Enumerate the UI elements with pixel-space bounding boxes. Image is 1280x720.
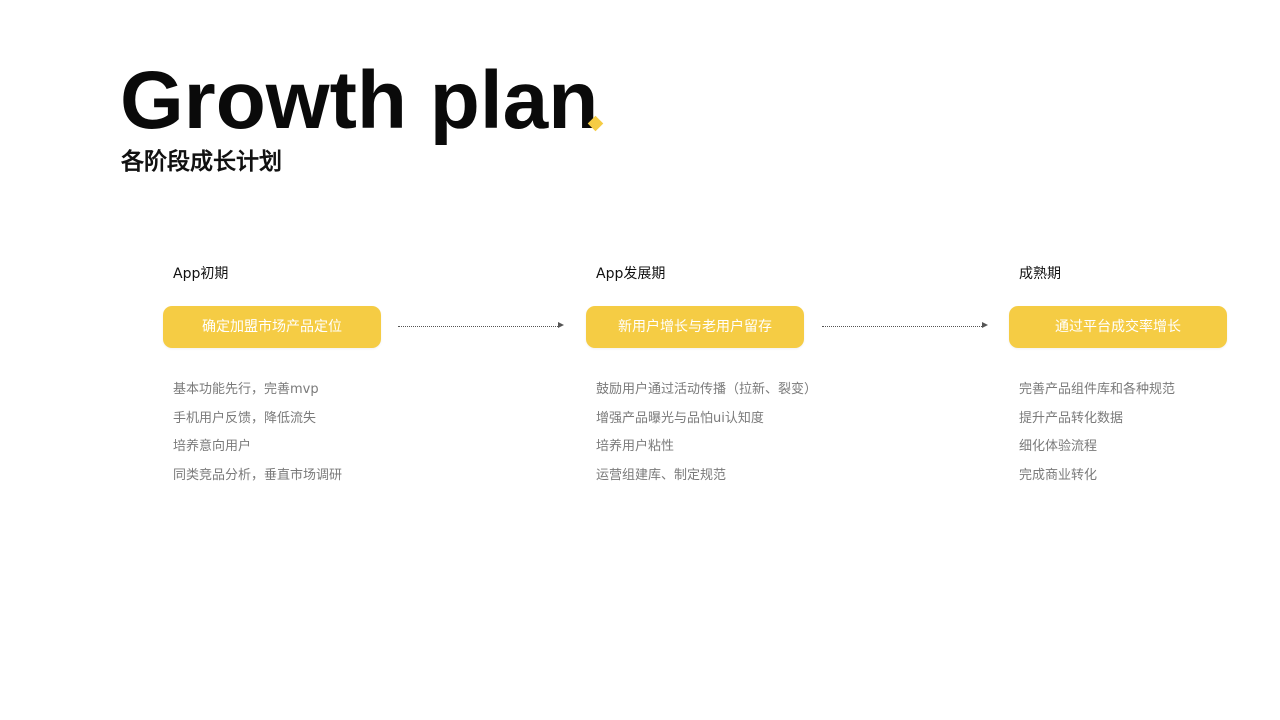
list-item: 完善产品组件库和各种规范 [1019, 382, 1176, 397]
list-item: 基本功能先行，完善mvp [173, 382, 319, 397]
phase-goal-badge: 确定加盟市场产品定位 [163, 306, 381, 348]
list-item: 完成商业转化 [1019, 468, 1098, 484]
arrow-right-icon [398, 322, 564, 329]
phase-goal-badge: 通过平台成交率增长 [1009, 306, 1227, 348]
list-item: 运营组建库、制定规范 [596, 468, 727, 484]
arrow-right-icon [822, 322, 988, 329]
list-item: 同类竞品分析，垂直市场调研 [173, 468, 343, 484]
arrow-head-icon [558, 322, 564, 328]
page-title: Growth plan [120, 55, 599, 146]
list-item: 鼓励用户通过活动传播（拉新、裂变） [596, 382, 818, 397]
list-item: 培养意向用户 [173, 439, 252, 455]
phase-goal-badge: 新用户增长与老用户留存 [586, 306, 804, 348]
phase-title: 成熟期 [1019, 266, 1061, 282]
phase-growth: App发展期 新用户增长与老用户留存 鼓励用户通过活动传播（拉新、裂变） 增强产… [586, 0, 817, 720]
phase-item-list: 基本功能先行，完善mvp 手机用户反馈，降低流失 培养意向用户 同类竞品分析，垂… [173, 376, 342, 491]
list-item: 培养用户粘性 [596, 439, 675, 455]
list-item: 细化体验流程 [1019, 439, 1098, 455]
list-item: 增强产品曝光与品怕ui认知度 [596, 410, 764, 426]
phase-title: App初期 [173, 266, 229, 282]
arrow-head-icon [982, 322, 988, 328]
phase-early: App初期 确定加盟市场产品定位 基本功能先行，完善mvp 手机用户反馈，降低流… [163, 0, 393, 720]
page-subtitle: 各阶段成长计划 [121, 149, 282, 175]
list-item: 提升产品转化数据 [1019, 410, 1124, 426]
list-item: 手机用户反馈，降低流失 [173, 410, 317, 426]
phase-item-list: 完善产品组件库和各种规范 提升产品转化数据 细化体验流程 完成商业转化 [1019, 376, 1175, 491]
phase-title: App发展期 [596, 266, 666, 282]
phase-item-list: 鼓励用户通过活动传播（拉新、裂变） 增强产品曝光与品怕ui认知度 培养用户粘性 … [596, 376, 817, 491]
phase-mature: 成熟期 通过平台成交率增长 完善产品组件库和各种规范 提升产品转化数据 细化体验… [1009, 0, 1239, 720]
